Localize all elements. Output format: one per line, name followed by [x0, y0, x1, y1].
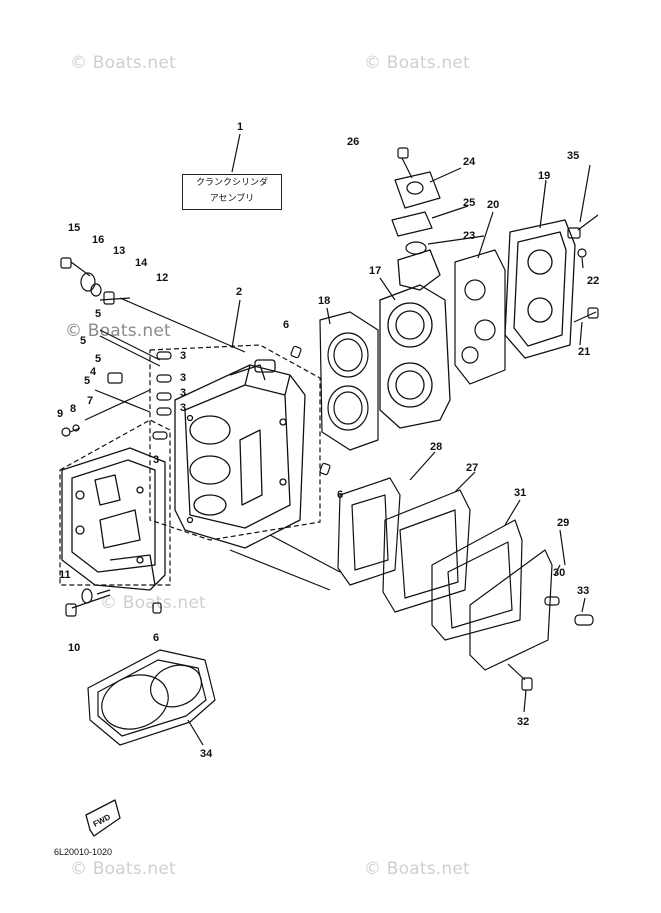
callout-8: 8	[70, 403, 77, 415]
exhaust-gasket-28	[337, 477, 401, 586]
callout-28: 28	[430, 441, 443, 453]
callout-5: 5	[84, 375, 91, 387]
watermark-bottom-center: © Boats.net	[364, 859, 470, 879]
callout-31: 31	[514, 487, 527, 499]
callout-14: 14	[135, 257, 148, 269]
callout-6: 6	[153, 632, 160, 644]
callout-29: 29	[557, 517, 570, 529]
callout-3: 3	[180, 387, 187, 399]
gasket-34	[87, 649, 216, 746]
watermark-middle-left: © Boats.net	[65, 321, 171, 341]
callout-3: 3	[153, 454, 160, 466]
callout-35: 35	[567, 150, 580, 162]
cylinder-head-17	[379, 249, 451, 429]
callout-3: 3	[180, 350, 187, 362]
callout-32: 32	[517, 716, 530, 728]
callout-30: 30	[553, 567, 566, 579]
exhaust-plate-27	[382, 489, 471, 613]
callout-11: 11	[59, 569, 71, 581]
knock-pins-3	[152, 351, 172, 440]
callout-18: 18	[318, 295, 331, 307]
callout-19: 19	[538, 170, 551, 182]
callout-27: 27	[466, 462, 479, 474]
callout-24: 24	[463, 156, 476, 168]
watermark-middle-center: © Boats.net	[100, 593, 206, 613]
watermark-top-left: © Boats.net	[70, 53, 176, 73]
callout-6: 6	[283, 319, 290, 331]
callout-9: 9	[57, 408, 64, 420]
note-line-1: クランクシリンダ	[195, 178, 268, 188]
cylinder-block	[174, 359, 306, 549]
callout-3: 3	[180, 372, 187, 384]
watermark-bottom-left: © Boats.net	[70, 859, 176, 879]
note-line-2: アセンブリ	[209, 194, 255, 204]
callout-16: 16	[92, 234, 105, 246]
callout-22: 22	[587, 275, 600, 287]
callout-25: 25	[463, 197, 476, 209]
callout-6: 6	[337, 489, 344, 501]
diagram-code: 6L20010-1020	[54, 847, 113, 857]
watermark-top-center: © Boats.net	[364, 53, 470, 73]
callout-15: 15	[68, 222, 81, 234]
exhaust-cover-29	[469, 549, 553, 671]
crankcase	[61, 447, 166, 591]
gasket-20	[454, 249, 506, 385]
callout-17: 17	[369, 265, 382, 277]
callout-20: 20	[487, 199, 500, 211]
callout-21: 21	[578, 346, 591, 358]
callout-10: 10	[68, 642, 81, 654]
assembly-note-box: クランクシリンダ アセンブリ	[182, 174, 282, 210]
callout-5: 5	[95, 353, 102, 365]
callout-7: 7	[87, 395, 94, 407]
callout-12: 12	[156, 272, 169, 284]
callout-1: 1	[237, 121, 244, 133]
callout-4: 4	[90, 366, 97, 378]
callout-3: 3	[180, 402, 187, 414]
exhaust-gasket-31	[431, 519, 523, 641]
callout-2: 2	[236, 286, 243, 298]
head-gasket-18	[319, 311, 379, 451]
callout-33: 33	[577, 585, 590, 597]
callout-23: 23	[463, 230, 476, 242]
callout-13: 13	[113, 245, 126, 257]
callout-26: 26	[347, 136, 360, 148]
callout-5: 5	[95, 308, 102, 320]
callout-34: 34	[200, 748, 213, 760]
callout-5: 5	[80, 335, 87, 347]
head-cover-19	[504, 219, 576, 359]
